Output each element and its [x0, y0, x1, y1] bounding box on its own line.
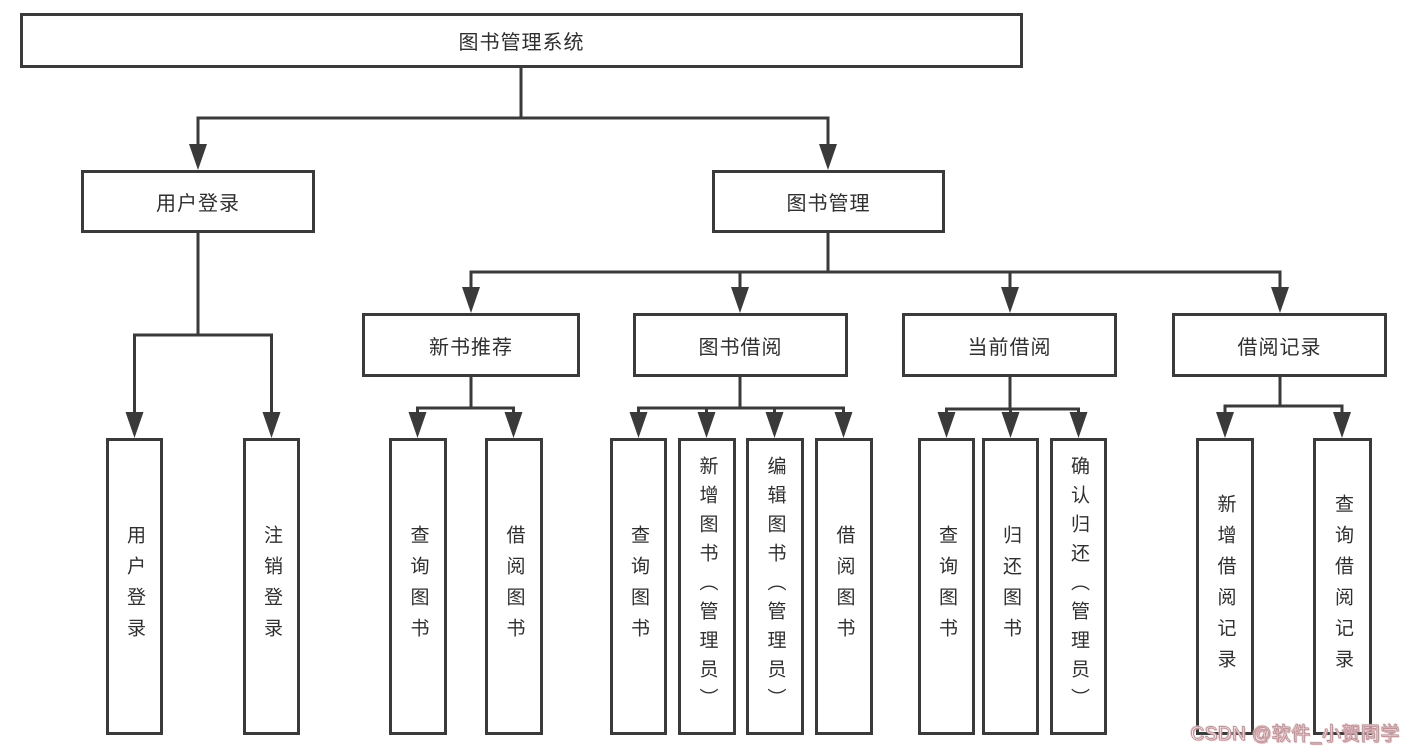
leaf-record-add-borrow-record: 新增借阅记录	[1196, 438, 1254, 735]
leaf-logout: 注销登录	[243, 438, 300, 735]
leaf-recommend-borrow-book: 借阅图书	[485, 438, 543, 735]
node-user-login: 用户登录	[81, 170, 315, 233]
node-borrow-record: 借阅记录	[1172, 313, 1387, 377]
connector-user-login	[125, 231, 281, 438]
leaf-borrow-add-book-admin: 新增图书（管理员）	[678, 438, 736, 735]
node-book-borrow: 图书借阅	[633, 313, 848, 377]
leaf-user-login: 用户登录	[106, 438, 163, 735]
csdn-watermark: CSDN @软件_小贺同学	[1190, 724, 1400, 746]
leaf-borrow-query-book: 查询图书	[610, 438, 667, 735]
leaf-current-query-book: 查询图书	[918, 438, 975, 735]
leaf-recommend-query-book: 查询图书	[389, 438, 447, 735]
leaf-borrow-edit-book-admin: 编辑图书（管理员）	[746, 438, 804, 735]
leaf-current-return-book: 归还图书	[982, 438, 1039, 735]
connector-new-book-rec	[408, 375, 523, 438]
connector-root	[189, 66, 837, 170]
connector-borrow-record	[1216, 375, 1351, 438]
node-book-management: 图书管理	[712, 170, 945, 233]
leaf-current-confirm-return-admin: 确认归还（管理员）	[1050, 438, 1107, 735]
node-root: 图书管理系统	[20, 13, 1023, 68]
node-new-book-recommend: 新书推荐	[362, 313, 580, 377]
leaf-record-query-borrow-record: 查询借阅记录	[1313, 438, 1372, 735]
connector-book-borrow	[629, 375, 853, 438]
node-current-borrow: 当前借阅	[902, 313, 1117, 377]
connector-current-borrow	[937, 375, 1088, 438]
leaf-borrow-borrow-book: 借阅图书	[815, 438, 873, 735]
connector-book-mgmt	[462, 231, 1289, 313]
